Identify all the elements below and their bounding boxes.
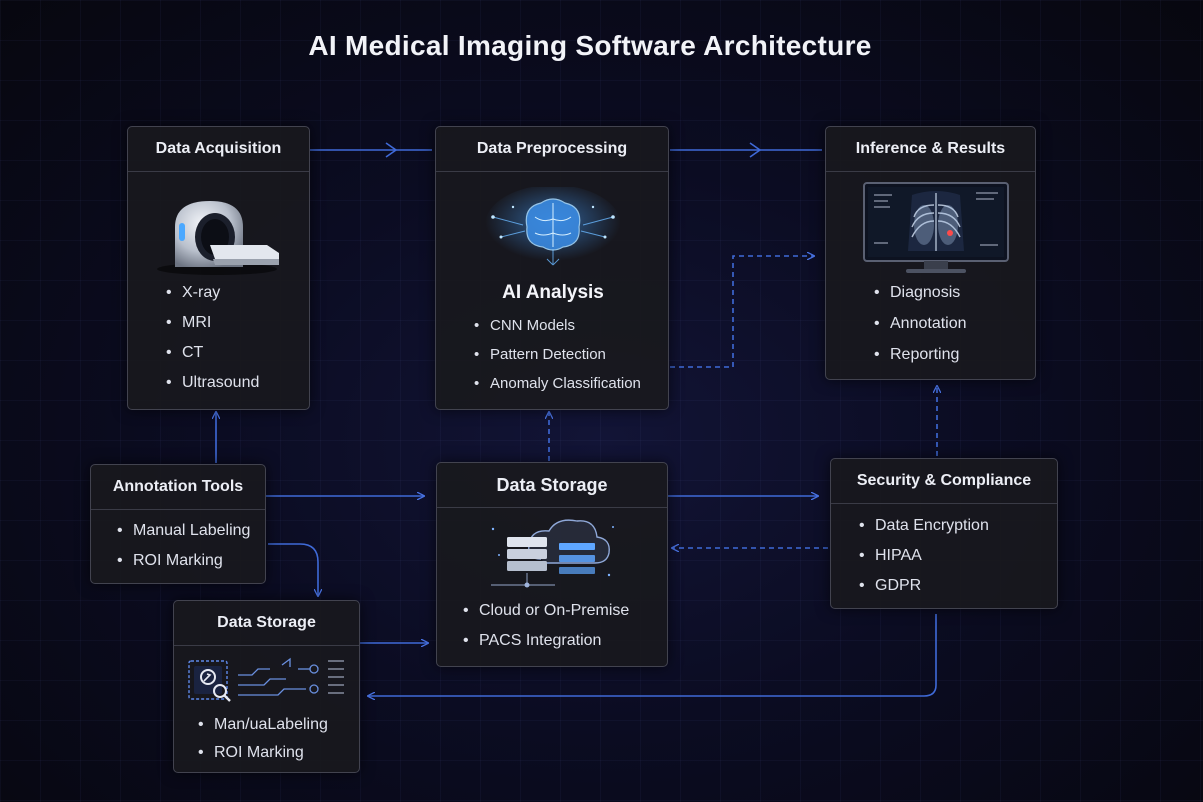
annotation-list: Manual Labeling ROI Marking (117, 522, 250, 570)
arrow-annotation-to-bottom-storage (268, 543, 318, 596)
list-item: Manual Labeling (117, 522, 250, 540)
list-item: Annotation (874, 315, 967, 333)
inference-results-title: Inference & Results (826, 127, 1035, 172)
list-item: MRI (166, 314, 259, 332)
preprocessing-list: CNN Models Pattern Detection Anomaly Cla… (474, 317, 641, 392)
labeling-tool-icon (188, 657, 344, 702)
annotation-tools-box: Annotation Tools Manual Labeling ROI Mar… (90, 464, 266, 584)
ai-analysis-heading: AI Analysis (502, 282, 604, 303)
inference-results-box: Inference & Results Diagnosis Annotation… (825, 126, 1036, 380)
security-compliance-title: Security & Compliance (831, 459, 1057, 504)
arrow-security-to-bottom (368, 614, 937, 696)
list-item: PACS Integration (463, 632, 629, 650)
data-preprocessing-box: Data Preprocessing AI Analysis CNN Model… (435, 126, 669, 410)
list-item: ROI Marking (117, 552, 250, 570)
list-item: Pattern Detection (474, 346, 641, 363)
list-item: ROI Marking (198, 744, 328, 762)
list-item: Man/uaLabeling (198, 716, 328, 734)
list-item: Reporting (874, 346, 967, 364)
storage-center-list: Cloud or On-Premise PACS Integration (463, 602, 629, 650)
list-item: Cloud or On-Premise (463, 602, 629, 620)
list-item: Anomaly Classification (474, 375, 641, 392)
arrow-prep-to-inference-dashed (670, 256, 814, 368)
list-item: X-ray (166, 284, 259, 302)
list-item: CNN Models (474, 317, 641, 334)
list-item: HIPAA (859, 547, 989, 565)
list-item: Diagnosis (874, 284, 967, 302)
cloud-server-icon (491, 519, 614, 588)
data-acquisition-title: Data Acquisition (128, 127, 309, 172)
list-item: CT (166, 344, 259, 362)
data-storage-bottom-box: Data Storage Man/uaLabeling ROI Marking (173, 600, 360, 773)
list-item: GDPR (859, 577, 989, 595)
mri-scanner-icon (157, 201, 279, 275)
data-storage-bottom-title: Data Storage (174, 601, 359, 646)
xray-monitor-icon (863, 182, 1009, 273)
data-storage-title: Data Storage (437, 463, 667, 508)
data-storage-box: Data Storage Cloud or On-Premise PACS In… (436, 462, 668, 667)
ai-brain-icon (485, 187, 621, 266)
storage-bottom-list: Man/uaLabeling ROI Marking (198, 716, 328, 762)
page-title: AI Medical Imaging Software Architecture (308, 30, 872, 61)
acquisition-list: X-ray MRI CT Ultrasound (166, 284, 259, 392)
security-compliance-box: Security & Compliance Data Encryption HI… (830, 458, 1058, 609)
data-acquisition-box: Data Acquisition X-ray MRI CT Ultrasound (127, 126, 310, 410)
list-item: Ultrasound (166, 374, 259, 392)
security-list: Data Encryption HIPAA GDPR (859, 517, 989, 595)
list-item: Data Encryption (859, 517, 989, 535)
data-preprocessing-title: Data Preprocessing (436, 127, 668, 172)
annotation-tools-title: Annotation Tools (91, 465, 265, 510)
inference-list: Diagnosis Annotation Reporting (874, 284, 967, 364)
